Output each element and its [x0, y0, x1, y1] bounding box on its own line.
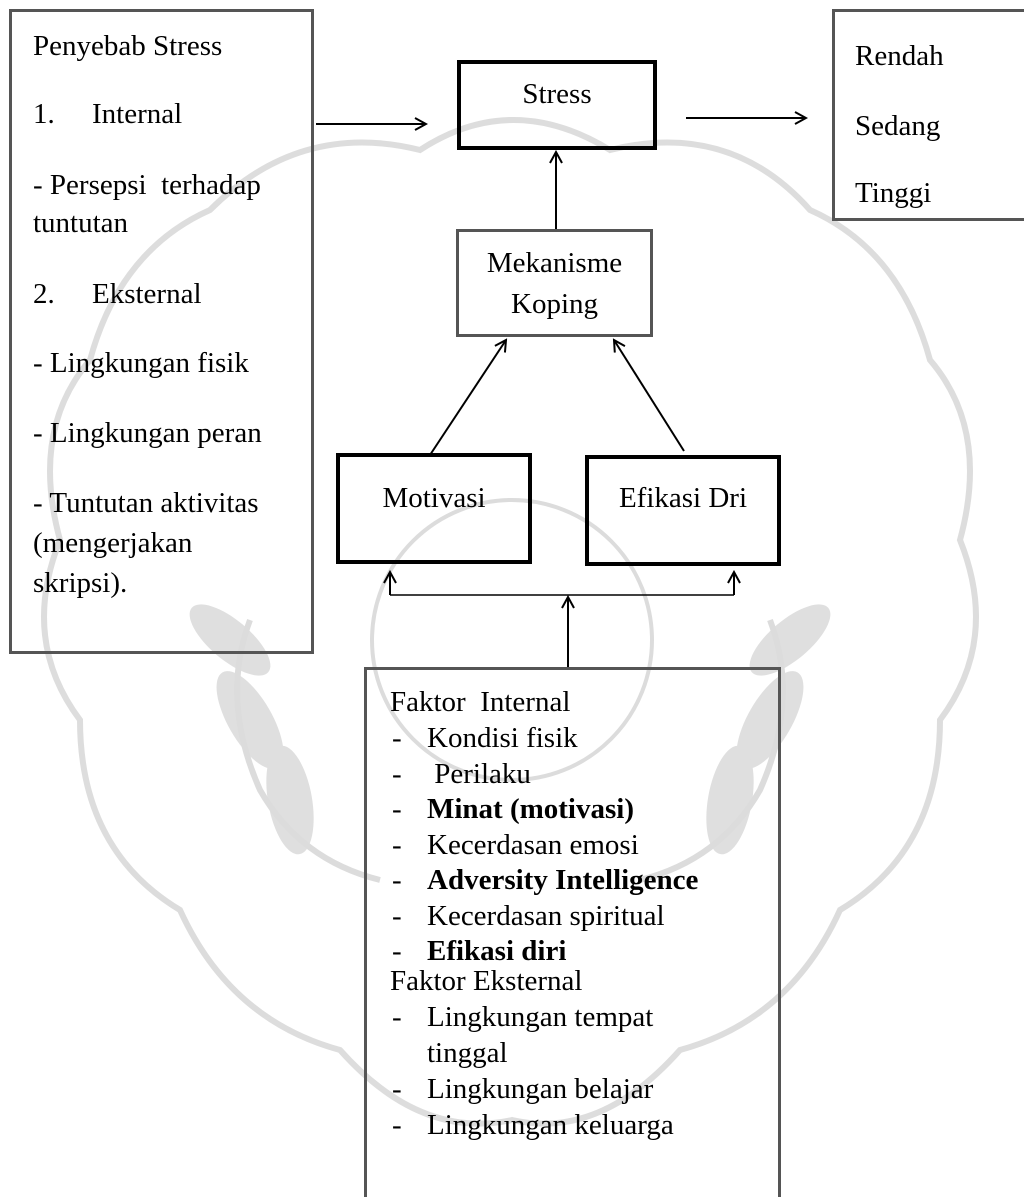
- internal-item-dash: -: [392, 935, 402, 967]
- cause-1-number: 1.: [33, 98, 55, 130]
- internal-item-dash: -: [392, 722, 402, 754]
- arrow-efficacy-to-coping: [614, 340, 685, 452]
- stress-label: Stress: [522, 78, 592, 110]
- cause-1-detail-line1: - Persepsi terhadap: [33, 169, 261, 201]
- level-low: Rendah: [855, 40, 944, 72]
- cause-2-detail-2: - Lingkungan peran: [33, 417, 262, 449]
- coping-label-line2: Koping: [511, 288, 598, 320]
- internal-item: Kecerdasan spiritual: [427, 900, 665, 932]
- external-item-2: Lingkungan belajar: [427, 1073, 654, 1105]
- cause-2-detail-3-line1: - Tuntutan aktivitas: [33, 487, 259, 519]
- coping-label-line1: Mekanisme: [486, 247, 623, 279]
- external-item-3-dash: -: [392, 1109, 402, 1141]
- internal-item-dash: -: [392, 900, 402, 932]
- coping-box: [456, 229, 653, 337]
- stress-box: [457, 60, 657, 150]
- causes-box: [9, 9, 314, 654]
- levels-box: [832, 9, 1024, 221]
- internal-item-dash: -: [392, 864, 402, 896]
- cause-2-detail-3-line3: skripsi).: [33, 567, 128, 599]
- efficacy-label: Efikasi Dri: [618, 482, 748, 514]
- cause-2-number: 2.: [33, 278, 55, 310]
- internal-item: Perilaku: [427, 758, 531, 790]
- external-item-1-line2: tinggal: [427, 1037, 508, 1069]
- motivation-label: Motivasi: [382, 482, 486, 514]
- cause-2-detail-1: - Lingkungan fisik: [33, 347, 249, 379]
- internal-item: Kecerdasan emosi: [427, 829, 639, 861]
- external-item-3: Lingkungan keluarga: [427, 1109, 674, 1141]
- factors-box: [364, 667, 781, 1197]
- internal-item-dash: -: [392, 829, 402, 861]
- level-high: Tinggi: [855, 177, 932, 209]
- external-item-1-line1: Lingkungan tempat: [427, 1001, 654, 1033]
- internal-item: Minat (motivasi): [427, 793, 634, 825]
- internal-item-dash: -: [392, 793, 402, 825]
- internal-item: Kondisi fisik: [427, 722, 578, 754]
- level-medium: Sedang: [855, 110, 941, 142]
- internal-item: Adversity Intelligence: [427, 864, 699, 896]
- internal-item-dash: -: [392, 758, 402, 790]
- causes-title: Penyebab Stress: [33, 30, 223, 62]
- internal-factors-title: Faktor Internal: [390, 686, 571, 718]
- cause-2-label: Eksternal: [92, 278, 202, 310]
- cause-2-detail-3-line2: (mengerjakan: [33, 527, 193, 559]
- external-item-2-dash: -: [392, 1073, 402, 1105]
- arrow-motivation-to-coping: [429, 340, 506, 456]
- external-factors-title: Faktor Eksternal: [390, 965, 583, 997]
- cause-1-label: Internal: [92, 98, 183, 130]
- efficacy-box: [585, 455, 781, 566]
- motivation-box: [336, 453, 532, 564]
- external-item-1-dash: -: [392, 1001, 402, 1033]
- cause-1-detail-line2: tuntutan: [33, 207, 129, 239]
- internal-item: Efikasi diri: [427, 935, 567, 967]
